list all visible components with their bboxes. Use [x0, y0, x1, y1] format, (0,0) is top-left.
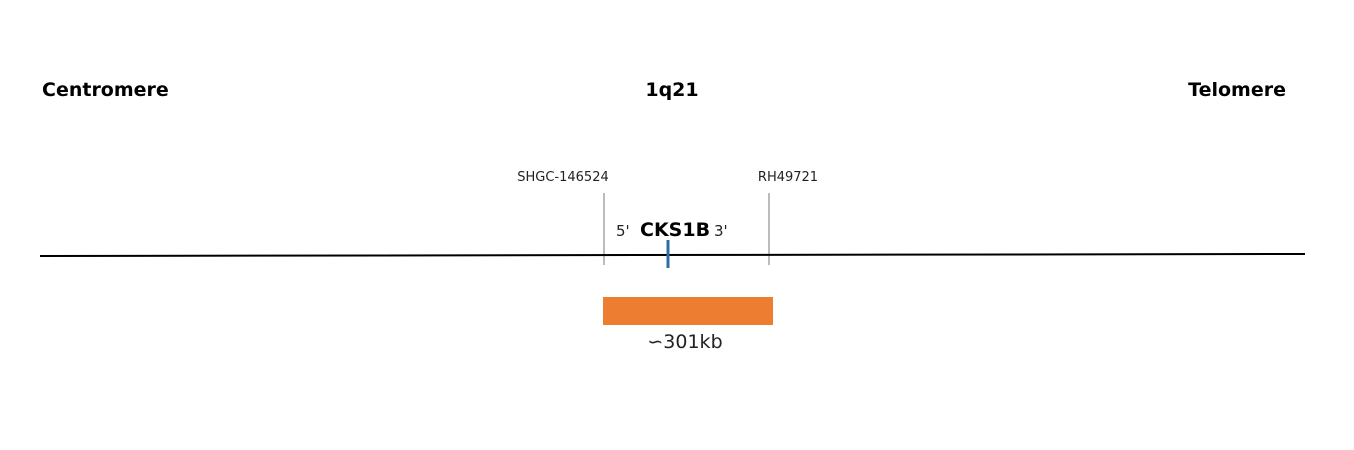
- band-label: 1q21: [645, 79, 698, 101]
- region-bar: [603, 297, 773, 325]
- marker-right-label: RH49721: [758, 170, 818, 185]
- five-prime-label: 5': [616, 222, 630, 240]
- gene-name-label: CKS1B: [640, 219, 710, 241]
- centromere-label: Centromere: [42, 79, 169, 101]
- three-prime-label: 3': [714, 222, 728, 240]
- region-size-label: ∽301kb: [647, 331, 722, 353]
- marker-left-label: SHGC-146524: [517, 170, 609, 185]
- telomere-label: Telomere: [1188, 79, 1286, 101]
- chromosome-line: [39, 253, 1306, 257]
